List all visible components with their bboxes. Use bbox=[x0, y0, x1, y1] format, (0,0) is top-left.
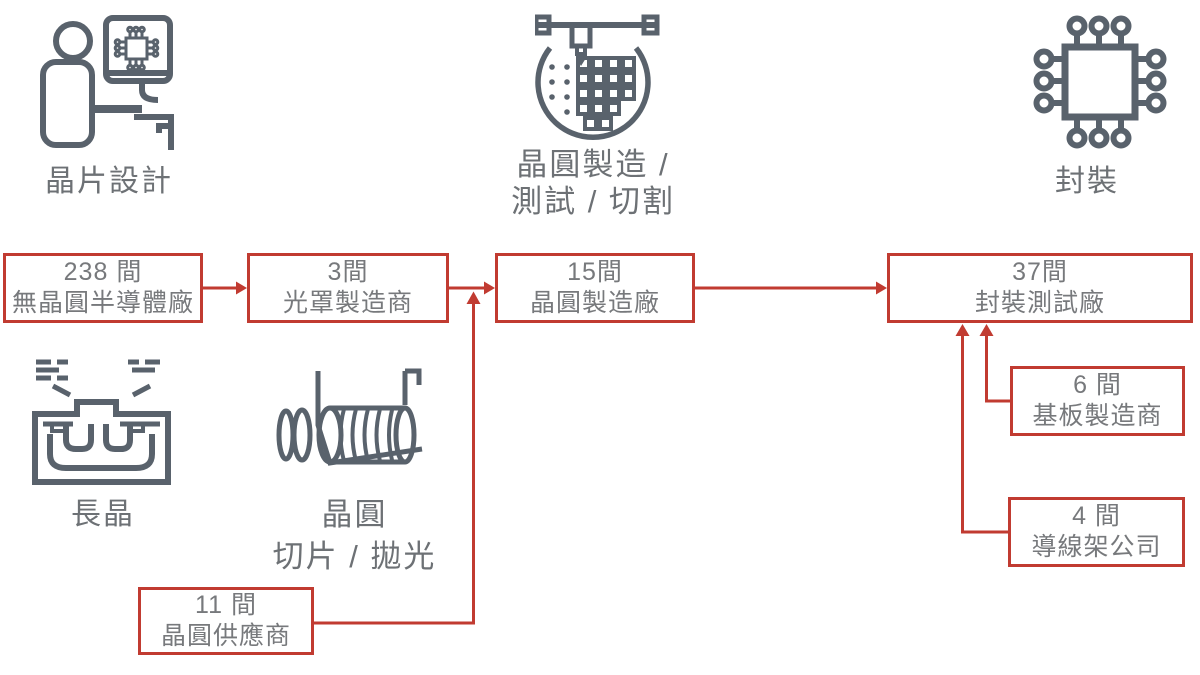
wafer-slicing-label-line1: 晶圓 bbox=[321, 497, 388, 532]
packaging-test-name: 封裝測試廠 bbox=[974, 289, 1105, 317]
wafer-slicing-label: 晶圓 切片 / 拋光 bbox=[262, 494, 447, 578]
flow-box-wafer-supplier: 11 間 晶圓供應商 bbox=[138, 587, 314, 655]
arrowhead-right-1 bbox=[236, 281, 247, 295]
leadframe-count: 4 間 bbox=[1072, 502, 1121, 530]
ingot-slicing-icon bbox=[276, 368, 423, 466]
wafer-fab-count: 15間 bbox=[567, 258, 623, 286]
designer-at-computer-icon bbox=[40, 15, 174, 150]
arrowhead-up-substrate bbox=[979, 324, 994, 336]
connector-leadframe-to-packagingtest bbox=[961, 335, 1008, 534]
flow-box-fabless: 238 間 無晶圓半導體廠 bbox=[3, 253, 203, 323]
packaging-label: 封裝 bbox=[1055, 165, 1119, 198]
connector-substrate-to-packagingtest bbox=[985, 335, 1010, 403]
wafer-slicing-label-line2: 切片 / 拋光 bbox=[272, 539, 437, 574]
substrate-name: 基板製造商 bbox=[1032, 402, 1163, 430]
photomask-count: 3間 bbox=[327, 258, 369, 286]
flow-box-wafer-fab: 15間 晶圓製造廠 bbox=[495, 253, 695, 323]
connector-supplier-to-waferfab bbox=[313, 303, 475, 625]
arrowhead-right-2 bbox=[484, 281, 495, 295]
flow-box-packaging-test: 37間 封裝測試廠 bbox=[887, 253, 1193, 323]
wafer-dicing-icon bbox=[535, 14, 660, 141]
substrate-count: 6 間 bbox=[1073, 371, 1122, 399]
wafer-fab-label-line1: 晶圓製造 / bbox=[516, 147, 670, 182]
arrowhead-right-3 bbox=[876, 281, 887, 295]
wafer-fab-label: 晶圓製造 / 測試 / 切割 bbox=[488, 146, 698, 220]
chip-design-label: 晶片設計 bbox=[45, 165, 173, 198]
leadframe-name: 導線架公司 bbox=[1031, 533, 1162, 561]
photomask-name: 光罩製造商 bbox=[282, 289, 413, 317]
wafer-fab-label-line2: 測試 / 切割 bbox=[511, 184, 675, 219]
arrowhead-up-supplier bbox=[466, 291, 481, 304]
flow-box-substrate: 6 間 基板製造商 bbox=[1010, 366, 1185, 436]
flow-box-leadframe: 4 間 導線架公司 bbox=[1008, 497, 1185, 567]
fabless-name: 無晶圓半導體廠 bbox=[11, 289, 194, 317]
wafer-supplier-count: 11 間 bbox=[195, 591, 257, 619]
fabless-count: 238 間 bbox=[63, 258, 143, 286]
arrowhead-up-leadframe bbox=[955, 324, 970, 336]
crystal-furnace-icon bbox=[32, 359, 171, 485]
wafer-fab-name: 晶圓製造廠 bbox=[529, 289, 660, 317]
wafer-supplier-name: 晶圓供應商 bbox=[160, 622, 291, 650]
crystal-growth-label: 長晶 bbox=[71, 498, 135, 531]
chip-package-icon bbox=[1033, 15, 1167, 149]
flow-box-photomask: 3間 光罩製造商 bbox=[247, 253, 449, 323]
packaging-test-count: 37間 bbox=[1012, 258, 1068, 286]
